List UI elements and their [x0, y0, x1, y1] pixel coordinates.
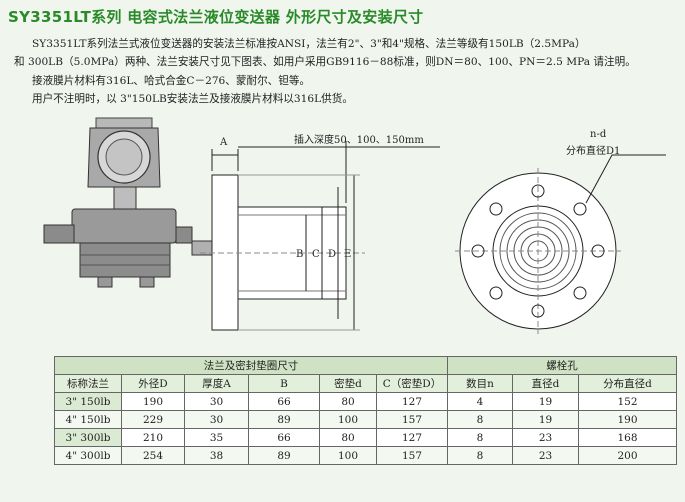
cell: 38: [184, 446, 249, 465]
col-hole-d: 直径d: [512, 374, 579, 393]
col-pitch-d: 分布直径d: [578, 374, 677, 393]
cell: 4" 150lb: [54, 410, 122, 429]
description-line-1: SY3351LT系列法兰式液位变送器的安装法兰标准按ANSI，法兰有2"、3"和…: [32, 38, 586, 50]
cell: 8: [447, 446, 513, 465]
label-nd: n-d: [590, 129, 607, 140]
cell: 80: [319, 392, 377, 411]
cell: 3" 150lb: [54, 392, 122, 411]
label-b: B: [296, 249, 303, 260]
cell: 8: [447, 428, 513, 447]
flange-front-view: [455, 154, 666, 334]
label-e: E: [344, 249, 351, 260]
description-line-2: 和 300LB（5.0MPa）两种、法兰安装尺寸见下图表、如用户采用GB9116…: [14, 56, 636, 68]
group-bolt-header: 螺栓孔: [447, 356, 677, 375]
cell: 152: [578, 392, 677, 411]
cell: 168: [578, 428, 677, 447]
table-row: 3" 300lb 210 35 66 80 127 8 23 168: [54, 428, 677, 447]
label-d: D: [328, 249, 336, 260]
cell: 19: [512, 410, 579, 429]
cell: 4: [447, 392, 513, 411]
cell: 100: [319, 410, 377, 429]
cell: 30: [184, 410, 249, 429]
label-insert-depth: 插入深度50、100、150mm: [294, 133, 424, 146]
cell: 89: [248, 410, 320, 429]
page-title: SY3351LT系列 电容式法兰液位变送器 外形尺寸及安装尺寸: [8, 8, 424, 26]
col-count: 数目n: [447, 374, 513, 393]
cell: 157: [376, 410, 448, 429]
label-d1: 分布直径D1: [566, 144, 620, 157]
col-outer-d: 外径D: [121, 374, 185, 393]
col-c: C（密垫D）: [376, 374, 448, 393]
cell: 229: [121, 410, 185, 429]
cell: 23: [512, 446, 579, 465]
table-header-row: 标称法兰 外径D 厚度A B 密垫d C（密垫D） 数目n 直径d 分布直径d: [54, 374, 677, 393]
cell: 30: [184, 392, 249, 411]
cell: 80: [319, 428, 377, 447]
cell: 100: [319, 446, 377, 465]
cell: 8: [447, 410, 513, 429]
cell: 4" 300lb: [54, 446, 122, 465]
description-line-3: 接液膜片材料有316L、哈式合金C－276、蒙耐尔、钽等。: [32, 75, 311, 87]
cell: 127: [376, 428, 448, 447]
cell: 127: [376, 392, 448, 411]
col-nominal: 标称法兰: [54, 374, 122, 393]
description-line-4: 用户不注明时，以 3"150LB安装法兰及接液膜片材料以316L供货。: [32, 93, 353, 105]
dimension-table: 法兰及密封垫圈尺寸 螺栓孔 标称法兰 外径D 厚度A B 密垫d C（密垫D） …: [54, 356, 677, 465]
group-flange-header: 法兰及密封垫圈尺寸: [54, 356, 448, 375]
cell: 35: [184, 428, 249, 447]
cell: 89: [248, 446, 320, 465]
table-row: 4" 300lb 254 38 89 100 157 8 23 200: [54, 446, 677, 465]
label-c: C: [312, 249, 320, 260]
col-thickness: 厚度A: [184, 374, 249, 393]
cell: 200: [578, 446, 677, 465]
flange-side-view: [200, 141, 440, 331]
cell: 190: [121, 392, 185, 411]
cell: 190: [578, 410, 677, 429]
table-row: 4" 150lb 229 30 89 100 157 8 19 190: [54, 410, 677, 429]
transmitter-illustration: [43, 117, 215, 288]
col-b: B: [248, 374, 320, 393]
cell: 3" 300lb: [54, 428, 122, 447]
table-row: 3" 150lb 190 30 66 80 127 4 19 152: [54, 392, 677, 411]
cell: 210: [121, 428, 185, 447]
cell: 19: [512, 392, 579, 411]
cell: 66: [248, 392, 320, 411]
cell: 66: [248, 428, 320, 447]
col-gasket-d: 密垫d: [319, 374, 377, 393]
label-a: A: [219, 137, 228, 148]
cell: 254: [121, 446, 185, 465]
table-group-row: 法兰及密封垫圈尺寸 螺栓孔: [54, 356, 677, 375]
cell: 23: [512, 428, 579, 447]
dimension-drawing: A 插入深度50、100、150mm B C D E n-d 分布直径D1: [43, 117, 666, 334]
cell: 157: [376, 446, 448, 465]
